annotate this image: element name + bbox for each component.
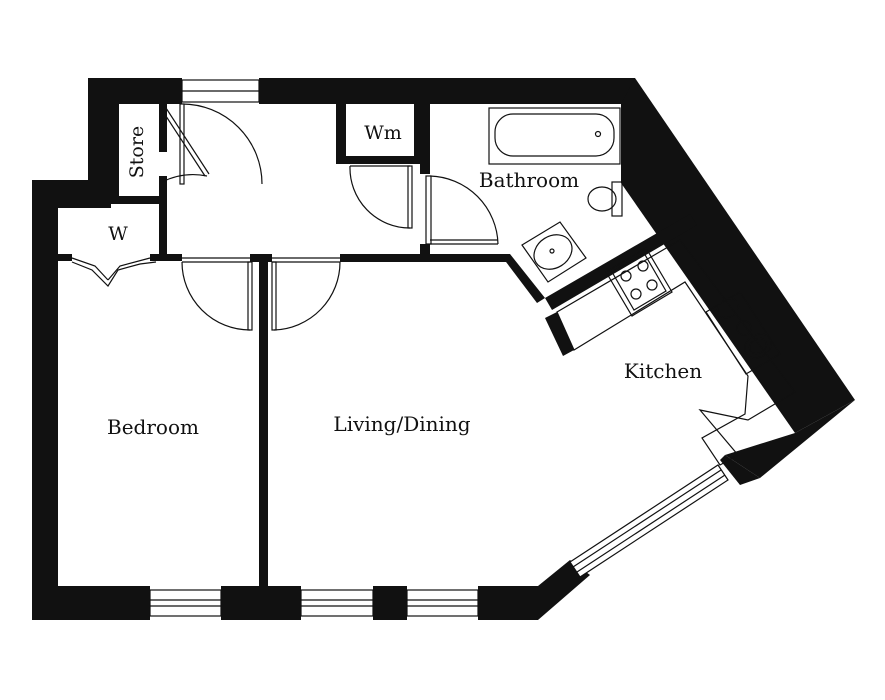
- kitchen-label: Kitchen: [624, 359, 702, 383]
- interior-walls: [58, 104, 697, 588]
- washbasin: [521, 221, 587, 283]
- hob: [605, 247, 673, 317]
- bathtub: [488, 107, 621, 165]
- doors: [71, 103, 499, 331]
- toilet: [587, 181, 623, 217]
- store-label: Store: [126, 126, 148, 178]
- kitchen-counter: [556, 239, 796, 466]
- windows: [149, 79, 729, 617]
- w-label: W: [108, 223, 128, 245]
- bathroom-label: Bathroom: [479, 168, 579, 192]
- bedroom-label: Bedroom: [107, 415, 199, 439]
- living-dining-label: Living/Dining: [333, 412, 470, 436]
- kitchen-sink: [705, 291, 781, 375]
- exterior-walls: [32, 78, 855, 620]
- wm-label: Wm: [364, 122, 402, 144]
